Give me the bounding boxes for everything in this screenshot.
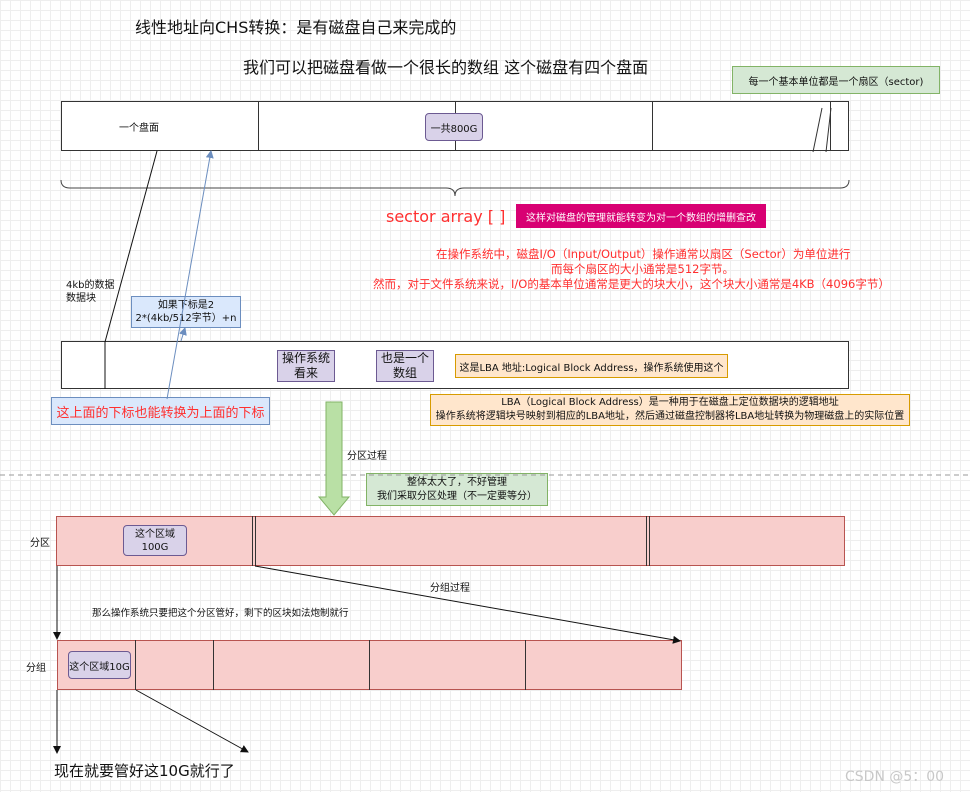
partition-divider-2a	[646, 516, 647, 566]
red-para-line3: 然而，对于文件系统来说，I/O的基本单位通常是更大的块大小，这个块大小通常是4K…	[373, 277, 890, 291]
group-divider-4	[525, 640, 526, 690]
convert-note-text: 这上面的下标也能转换为上面的下标	[56, 405, 265, 421]
final-text: 现在就要管好这10G就行了	[54, 762, 235, 780]
os-view-box-2: 也是一个 数组	[376, 350, 434, 382]
partition-divider-1b	[255, 516, 256, 566]
group-label: 分组	[26, 663, 46, 674]
os-view-text-1: 操作系统 看来	[281, 351, 330, 380]
index-note-text: 如果下标是2 2*(4kb/512字节）+n	[135, 300, 237, 324]
partition-label: 分区	[30, 538, 50, 549]
blue-arrow-main	[166, 150, 214, 400]
group-divider-3	[369, 640, 370, 690]
title-disk-array: 我们可以把磁盘看做一个很长的数组 这个磁盘有四个盘面	[243, 58, 649, 77]
total-label-box: 一共800G	[425, 113, 483, 141]
sector-array-label: sector array [ ]	[386, 207, 506, 226]
total-label: 一共800G	[430, 123, 478, 135]
group-divider-2	[213, 640, 214, 690]
sector-slash-2	[825, 107, 832, 153]
lba-long-note: LBA（Logical Block Address）是一种用于在磁盘上定位数据块…	[430, 394, 910, 426]
sector-note: 每一个基本单位都是一个扇区（sector)	[732, 66, 940, 94]
red-para-line1: 在操作系统中，磁盘I/O（Input/Output）操作通常以扇区（Sector…	[436, 247, 851, 261]
disk-divider-1	[258, 101, 259, 151]
grouping-process-label: 分组过程	[430, 583, 470, 594]
index-note: 如果下标是2 2*(4kb/512字节）+n	[131, 296, 241, 328]
watermark: CSDN @5：00	[845, 769, 945, 785]
blue-arrow-short	[179, 327, 187, 342]
too-big-note: 整体太大了，不好管理 我们采取分区处理（不一定要等分）	[366, 473, 548, 506]
os-view-box-1: 操作系统 看来	[277, 350, 335, 382]
red-para-line2: 而每个扇区的大小通常是512字节。	[551, 262, 734, 276]
region-10g: 这个区域10G	[68, 651, 131, 679]
crud-note-text: 这样对磁盘的管理就能转变为对一个数组的增删查改	[526, 212, 756, 224]
disk-brace	[60, 179, 850, 197]
group-divider-1	[135, 640, 136, 690]
crud-note: 这样对磁盘的管理就能转变为对一个数组的增删查改	[516, 204, 766, 228]
lba-short-text: 这是LBA 地址:Logical Block Address，操作系统使用这个	[459, 362, 724, 374]
os-view-text-2: 也是一个 数组	[380, 351, 429, 380]
platter-label: 一个盘面	[119, 123, 159, 134]
manage-note: 那么操作系统只要把这个分区管好，剩下的区块如法炮制就行	[92, 608, 349, 619]
sector-note-text: 每一个基本单位都是一个扇区（sector)	[748, 76, 924, 88]
sector-slash-1	[812, 107, 823, 153]
region-100g: 这个区域 100G	[123, 525, 187, 556]
partition-bar	[56, 516, 845, 566]
region-10g-text: 这个区域10G	[69, 661, 130, 673]
grouping-arrow	[254, 565, 681, 644]
final-arrow-right	[135, 689, 249, 753]
lba-long-text: LBA（Logical Block Address）是一种用于在磁盘上定位数据块…	[435, 397, 905, 422]
partition-divider-2b	[649, 516, 650, 566]
title-chs: 线性地址向CHS转换：是有磁盘自己来完成的	[135, 18, 457, 37]
region-100g-text: 这个区域 100G	[135, 528, 175, 553]
block-line	[104, 150, 158, 343]
lba-short-note: 这是LBA 地址:Logical Block Address，操作系统使用这个	[455, 354, 728, 378]
partition-divider-1a	[252, 516, 253, 566]
partition-process-label: 分区过程	[347, 451, 387, 462]
disk-divider-3	[652, 101, 653, 151]
convert-note: 这上面的下标也能转换为上面的下标	[51, 397, 270, 425]
disk-divider-4	[830, 101, 831, 151]
too-big-text: 整体太大了，不好管理 我们采取分区处理（不一定要等分）	[377, 476, 537, 502]
block-label: 4kb的数据 数据块	[66, 280, 115, 304]
green-down-arrow	[317, 401, 351, 516]
